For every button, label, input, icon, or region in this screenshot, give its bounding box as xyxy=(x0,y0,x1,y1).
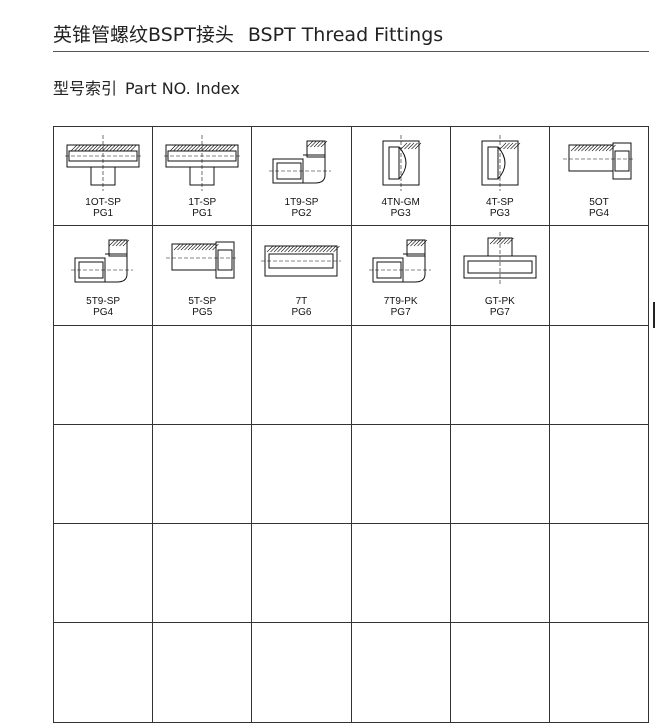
part-code: 4TN-GM xyxy=(381,197,420,208)
page-group: PG4 xyxy=(93,307,114,319)
empty-cell xyxy=(252,524,352,624)
empty-cell xyxy=(450,524,550,624)
page-group: PG7 xyxy=(390,307,411,319)
empty-cell xyxy=(252,325,352,425)
empty-cell xyxy=(549,325,650,425)
part-code: 7T xyxy=(295,296,308,308)
empty-cell xyxy=(54,325,154,425)
part-code: 5T-SP xyxy=(188,296,217,308)
page-group: PG1 xyxy=(93,208,114,219)
empty-cell xyxy=(351,424,451,525)
part-code: 1OT-SP xyxy=(85,197,121,208)
empty-cell xyxy=(252,424,352,525)
page-group: PG1 xyxy=(192,208,213,219)
empty-cell xyxy=(54,623,154,723)
empty-cell xyxy=(351,325,451,425)
empty-cell xyxy=(54,524,154,624)
empty-cell xyxy=(450,325,550,425)
empty-cell xyxy=(450,424,550,525)
empty-cell xyxy=(153,424,253,525)
part-code: 4T-SP xyxy=(485,197,514,208)
subtitle-cn: 型号索引 xyxy=(53,79,118,98)
empty-cell xyxy=(351,623,451,723)
empty-cell xyxy=(153,623,253,723)
empty-cell xyxy=(153,325,253,425)
page-edge-mark xyxy=(653,302,655,328)
page-group: PG4 xyxy=(589,208,610,219)
part-code: 1T-SP xyxy=(188,197,217,208)
section-subtitle: 型号索引 Part NO. Index xyxy=(53,75,240,99)
page-group: PG2 xyxy=(291,208,312,219)
empty-cell xyxy=(549,524,650,624)
empty-cell xyxy=(351,524,451,624)
part-code: 1T9-SP xyxy=(284,197,319,208)
empty-cell xyxy=(54,424,154,525)
page-group: PG3 xyxy=(390,208,411,219)
empty-cell xyxy=(450,623,550,723)
page-group: PG3 xyxy=(489,208,510,219)
title-divider xyxy=(53,51,649,52)
part-code: 5T9-SP xyxy=(86,296,121,308)
subtitle-en: Part NO. Index xyxy=(125,79,240,98)
empty-cell xyxy=(549,424,650,525)
part-code: 5OT xyxy=(589,197,609,208)
page-group: PG7 xyxy=(489,307,510,319)
empty-cell xyxy=(549,623,650,723)
title-en: BSPT Thread Fittings xyxy=(247,24,444,46)
empty-cell xyxy=(549,226,650,326)
empty-cell xyxy=(153,524,253,624)
part-code: GT-PK xyxy=(484,296,515,308)
empty-cell xyxy=(252,623,352,723)
page-group: PG6 xyxy=(291,307,312,319)
page-group: PG5 xyxy=(192,307,213,319)
page-title: 英锥管螺纹BSPT接头 BSPT Thread Fittings xyxy=(53,20,443,47)
title-cn: 英锥管螺纹BSPT接头 xyxy=(53,24,234,46)
part-code: 7T9-PK xyxy=(383,296,418,308)
